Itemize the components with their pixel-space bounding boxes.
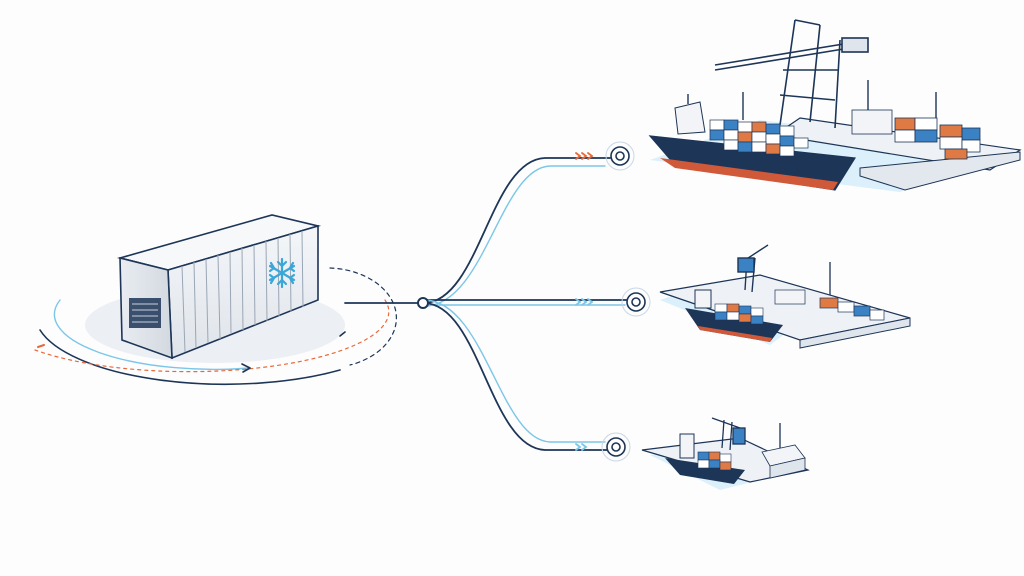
- orbit-ring-orange: [34, 299, 390, 373]
- orbit-tick: [339, 331, 346, 337]
- chevron-mid: [575, 298, 594, 306]
- orbit-rings: [34, 267, 397, 386]
- container-ribs: [181, 230, 304, 353]
- small-container-ship: [665, 433, 745, 484]
- route-line-bottom-navy: [424, 302, 611, 451]
- orbit-arrowhead: [241, 363, 251, 373]
- endpoint-bottom: [601, 432, 631, 462]
- endpoint-top: [605, 141, 635, 171]
- medium-port-quay: [799, 317, 911, 349]
- large-port-quay: [859, 151, 1021, 191]
- refrigeration-unit: [129, 298, 161, 328]
- route-chevrons: [575, 152, 594, 451]
- large-port-terminal: [648, 19, 1022, 192]
- route-endpoints: [601, 141, 651, 462]
- chevron-bottom: [575, 443, 588, 451]
- large-container-ship: [648, 94, 857, 191]
- orbit-ring-inner: [39, 329, 341, 386]
- medium-container-ship: [685, 289, 783, 342]
- snowflake-icon: [268, 257, 296, 289]
- hub-node: [417, 297, 429, 309]
- route-line-top-blue: [424, 165, 606, 307]
- reefer-container-group: [34, 214, 397, 386]
- route-line-top-navy: [424, 157, 611, 304]
- orbit-tick-orange: [37, 344, 45, 348]
- medium-crane: [737, 244, 769, 293]
- medium-port-terminal: [659, 244, 911, 349]
- small-warehouse: [761, 444, 806, 479]
- orbit-ring-blue: [53, 299, 251, 371]
- chevron-top: [575, 152, 594, 160]
- dock-containers: [851, 109, 981, 160]
- route-lines: [344, 157, 631, 451]
- refrigeration-grille: [132, 303, 158, 323]
- endpoint-middle: [621, 287, 651, 317]
- small-port-terminal: [641, 417, 810, 490]
- small-crane: [711, 417, 746, 451]
- gantry-crane: [714, 19, 869, 129]
- orbit-ring-dashed: [329, 267, 397, 366]
- medium-dock-containers: [774, 289, 885, 321]
- route-line-bottom-blue: [424, 299, 606, 443]
